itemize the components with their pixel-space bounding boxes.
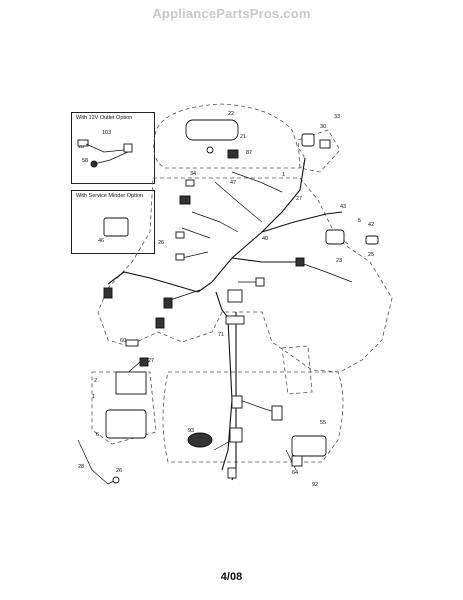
callout-number: 30: [320, 124, 326, 130]
battery: [115, 371, 147, 395]
callout-number: 2: [94, 378, 97, 384]
callout-number: 28: [78, 464, 84, 470]
socket: [319, 139, 331, 149]
callout-number: 55: [320, 420, 326, 426]
callout-number: 103: [102, 130, 111, 136]
outlet-connector: [123, 143, 133, 153]
callout-number: 33: [334, 114, 340, 120]
callout-number: 92: [312, 482, 318, 488]
clip: [125, 339, 139, 347]
callout-number: 46: [98, 238, 104, 244]
callout-number: 26: [158, 240, 164, 246]
clamp: [225, 315, 245, 325]
ignition-switch: [227, 149, 239, 159]
callout-number: 6: [96, 432, 99, 438]
connector: [185, 179, 195, 187]
light-switch: [301, 133, 315, 147]
connector: [175, 231, 185, 239]
tractor-outline: [91, 103, 393, 463]
connector: [291, 455, 303, 467]
ground-bolt: [112, 476, 120, 484]
plunger-switch: [365, 235, 379, 245]
parts: [77, 119, 379, 484]
outlet-wiring: [85, 143, 129, 165]
callout-number: 27: [296, 196, 302, 202]
callout-number: 1: [92, 394, 95, 400]
site-watermark: AppliancePartsPros.com: [152, 6, 311, 21]
callout-number: 26: [116, 468, 122, 474]
callout-number: 1: [282, 172, 285, 178]
terminal-cover: [139, 357, 149, 367]
headlight-connector: [103, 287, 113, 299]
callout-number: 5: [358, 218, 361, 224]
callout-number: 27: [148, 358, 154, 364]
callout-labels: 2275218730333412747435234142254026156071…: [78, 111, 374, 488]
callout-number: 22: [228, 111, 234, 117]
callout-number: 23: [336, 258, 342, 264]
connector: [255, 277, 265, 287]
dash-panel-harness: [185, 119, 239, 141]
pto-switch: [187, 432, 213, 448]
solenoid: [227, 289, 243, 303]
callout-number: 47: [230, 180, 236, 186]
callout-number: 93: [188, 428, 194, 434]
callout-number: 43: [340, 204, 346, 210]
connector: [206, 146, 214, 154]
callout-number: 21: [240, 134, 246, 140]
outlet-harness: [77, 139, 89, 147]
battery-tray: [105, 409, 147, 439]
callout-number: 71: [218, 332, 224, 338]
option-box-title: With Service Minder Option: [76, 193, 143, 199]
callout-number: 58: [82, 158, 88, 164]
service-minder-module: [103, 217, 129, 237]
footer-date: 4/08: [220, 571, 243, 583]
connector: [271, 405, 283, 421]
connector: [229, 427, 243, 443]
callout-number: 34: [190, 171, 196, 177]
callout-number: 64: [292, 470, 298, 476]
callout-number: 18: [78, 144, 84, 150]
callout-number: 25: [368, 252, 374, 258]
seat-switch: [325, 229, 345, 245]
option-box-title: With 12V Outlet Option: [76, 115, 133, 121]
relay: [179, 195, 191, 205]
callout-number: 87: [246, 150, 252, 156]
callout-number: 42: [368, 222, 374, 228]
connector: [295, 257, 305, 267]
terminal: [227, 467, 237, 479]
callout-number: 40: [262, 236, 268, 242]
option-box-12v-outlet: With 12V Outlet Option: [71, 112, 155, 184]
connector: [231, 395, 243, 409]
regulator: [291, 435, 327, 457]
fuse-holder: [163, 297, 173, 309]
callout-number: 60: [120, 338, 126, 344]
fuse: [155, 317, 165, 329]
connector: [175, 253, 185, 261]
